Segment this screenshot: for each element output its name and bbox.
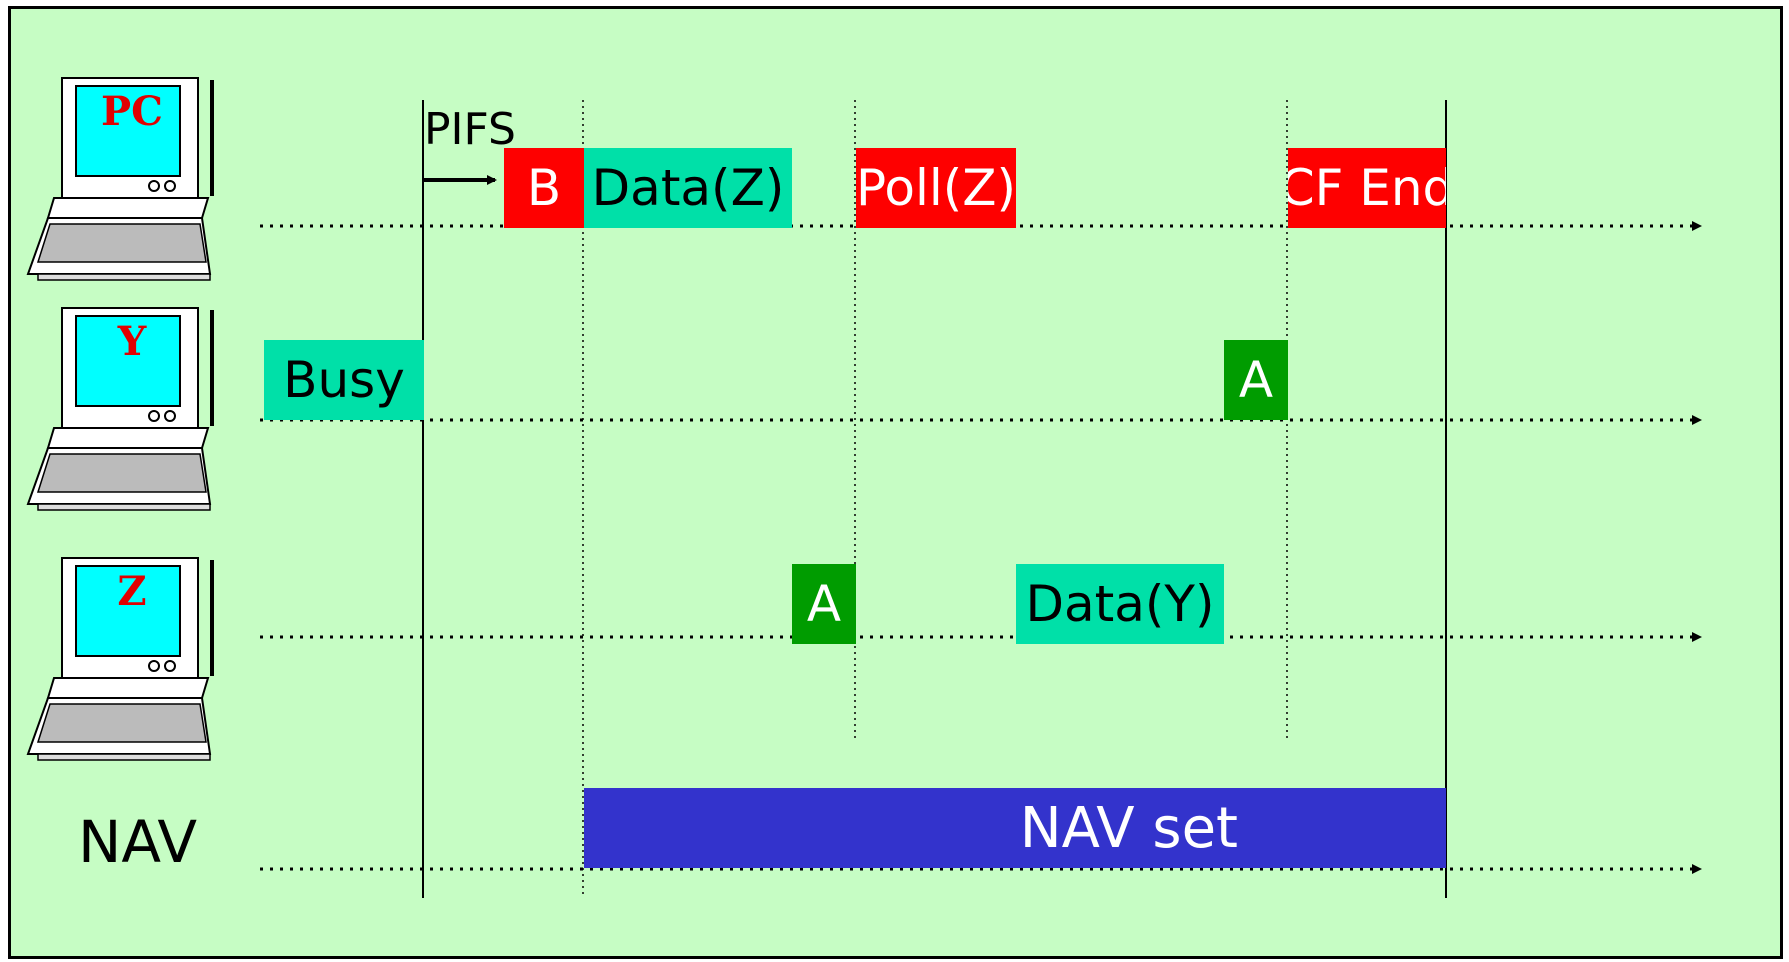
frame-busy: Busy xyxy=(264,340,424,420)
frame-cf-end: CF End xyxy=(1288,148,1446,228)
station-z-label: Z xyxy=(117,568,147,615)
station-z-laptop-icon: Z xyxy=(24,554,214,764)
frame-data-z: Data(Z) xyxy=(584,148,792,228)
station-pc-laptop-icon: PC xyxy=(24,74,214,284)
frame-ack-y: A xyxy=(1224,340,1288,420)
frame-beacon: B xyxy=(504,148,584,228)
pifs-label: PIFS xyxy=(424,104,516,155)
frame-data-y: Data(Y) xyxy=(1016,564,1224,644)
frame-ack-z: A xyxy=(792,564,856,644)
nav-set-bar: NAV set xyxy=(584,788,1446,868)
nav-row-label: NAV xyxy=(78,808,198,876)
station-pc-label: PC xyxy=(101,88,163,135)
frame-poll-z: Poll(Z) xyxy=(856,148,1016,228)
station-y-label: Y xyxy=(117,318,147,365)
station-y-laptop-icon: Y xyxy=(24,304,214,514)
